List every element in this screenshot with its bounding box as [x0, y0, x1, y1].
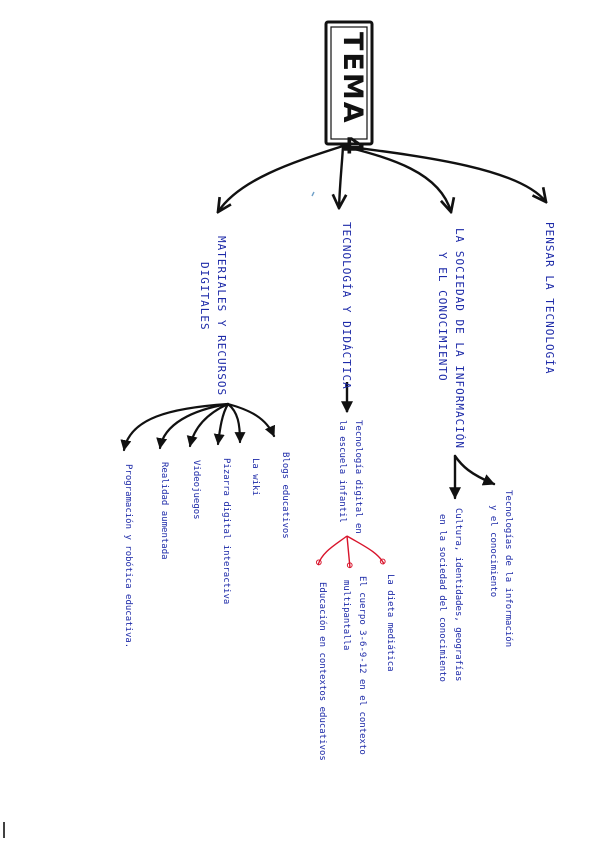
sociedad-child-cultura-line1: Cultura, identidades, geografías — [453, 508, 463, 682]
branch-line-materiales — [218, 144, 345, 212]
tecnologia-grandchild-aula-line1: El cuerpo 3-6-9-12 en el contexto — [357, 576, 367, 755]
tecnologia-grandchild-educacion: Educación en contextos educativos — [317, 582, 327, 761]
tecnologia-child-line2: la escuela infantil — [337, 420, 347, 523]
ink-tick-mark — [311, 191, 315, 197]
tecnologia-child-line1: Tecnología digital en — [353, 420, 363, 534]
branch-label-sociedad-line1: LA SOCIEDAD DE LA INFORMACIÓN — [453, 228, 466, 450]
materiales-child-videojuegos: Videojuegos — [191, 460, 201, 520]
branch-line-sociedad — [341, 144, 451, 212]
materiales-fan — [120, 402, 276, 452]
title-label: TEMA 4 — [337, 32, 368, 157]
tecnologia-grandchild-aula-line2: multipantalla — [341, 580, 351, 651]
main-branches — [218, 144, 546, 212]
branch-label-tecnologia: TECNOLOGÍA Y DIDÁCTICA — [340, 222, 353, 390]
materiales-child-programacion: Programación y robótica educativa. — [123, 464, 133, 649]
red-branches — [315, 535, 386, 569]
materiales-child-wiki: La wiki — [250, 458, 260, 496]
branch-label-sociedad-line2: Y EL CONOCIMIENTO — [436, 252, 449, 382]
title-box-inner — [330, 26, 368, 140]
materiales-child-pizarra: Pizarra digital interactiva — [221, 458, 231, 605]
branch-line-pensar — [341, 144, 546, 202]
branch-label-materiales-line1: MATERIALES Y RECURSOS — [215, 236, 228, 397]
sociedad-child-tecnologias-line1: Tecnologías de la información — [503, 490, 513, 648]
title-box — [324, 20, 374, 146]
branch-label-pensar: PENSAR LA TECNOLOGÍA — [543, 222, 556, 375]
materiales-child-blogs: Blogs educativos — [280, 452, 290, 539]
tecnologia-grandchild-dieta: La dieta mediática — [385, 574, 395, 672]
sociedad-children-arrows — [449, 454, 496, 500]
sociedad-child-cultura-line2: en la sociedad del conocimiento — [437, 514, 447, 682]
sociedad-child-tecnologias-line2: y el conocimiento — [488, 505, 498, 598]
branch-label-materiales-line2: DIGITALES — [198, 262, 211, 331]
branch-line-tecnologia — [339, 144, 343, 208]
materiales-child-realidad: Realidad aumentada — [159, 462, 169, 560]
